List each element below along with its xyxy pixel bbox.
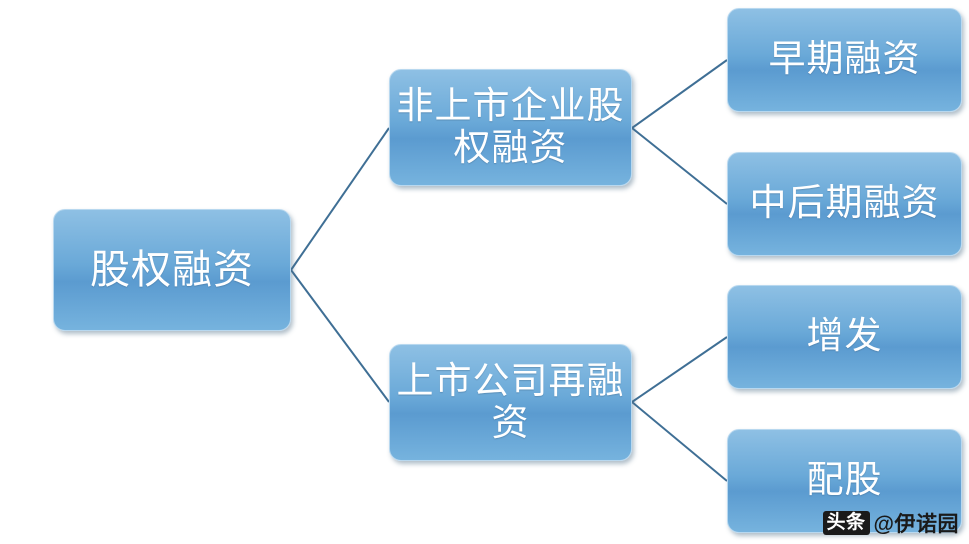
watermark-text: @伊诺园	[873, 513, 959, 536]
node-label: 增发	[806, 316, 883, 358]
node-early-financing[interactable]: 早期融资	[727, 8, 962, 112]
node-label: 股权融资	[90, 246, 254, 292]
node-label: 配股	[806, 460, 883, 502]
node-label: 中后期融资	[749, 183, 940, 225]
edge-unlisted-midlate	[631, 127, 728, 205]
node-label: 非上市企业股权融资	[396, 86, 625, 169]
edge-unlisted-early	[631, 59, 728, 129]
node-listed-refinancing[interactable]: 上市公司再融资	[389, 344, 632, 461]
node-label: 上市公司再融资	[396, 361, 625, 444]
node-label: 早期融资	[768, 39, 921, 81]
edge-listed-issue	[631, 336, 728, 403]
node-additional-issuance[interactable]: 增发	[727, 285, 962, 389]
node-equity-financing[interactable]: 股权融资	[53, 209, 291, 331]
watermark: 头条 @伊诺园	[822, 508, 960, 538]
node-unlisted-equity-financing[interactable]: 非上市企业股权融资	[389, 69, 632, 186]
edge-root-listed	[290, 269, 390, 403]
watermark-badge: 头条	[822, 510, 870, 536]
edge-root-unlisted	[290, 127, 390, 271]
edge-listed-rights	[631, 401, 728, 482]
node-mid-late-financing[interactable]: 中后期融资	[727, 152, 962, 256]
